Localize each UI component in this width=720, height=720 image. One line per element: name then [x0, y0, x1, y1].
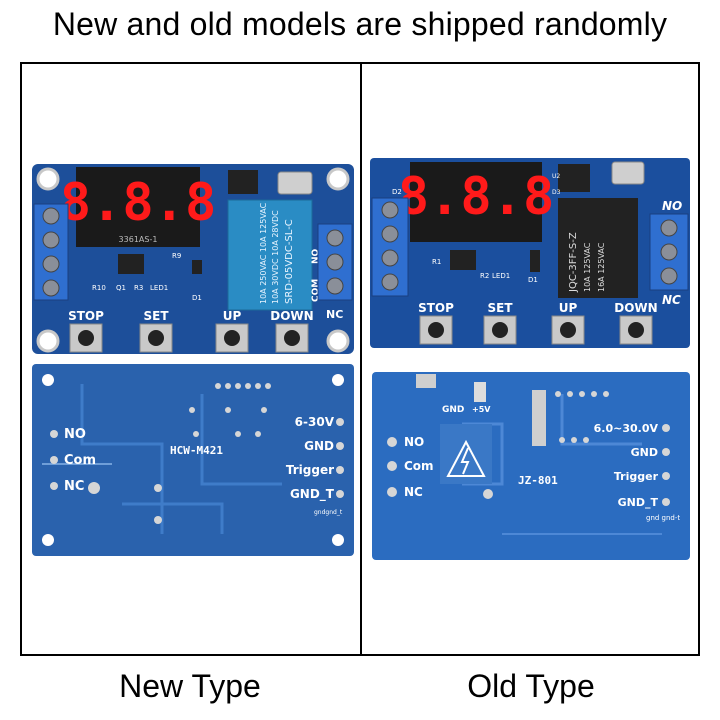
stop-button [69, 323, 103, 353]
svg-text:Com: Com [404, 459, 434, 473]
nc-label: NC [326, 308, 343, 321]
svg-text:10A 30VDC 10A 28VDC: 10A 30VDC 10A 28VDC [271, 210, 280, 304]
seven-segment-display [410, 162, 542, 242]
svg-text:NC: NC [64, 479, 84, 494]
svg-text:R2: R2 [480, 272, 489, 280]
regulator-chip [558, 164, 590, 192]
new-type-photo: 8.8.8 3361AS-1 10A 250VAC 10A 125VAC 10A… [32, 164, 354, 556]
back-model-label: JZ-801 [518, 474, 558, 487]
svg-text:gndgnd_t: gndgnd_t [314, 509, 343, 516]
svg-text:NO: NO [662, 199, 682, 213]
svg-text:D1: D1 [528, 276, 538, 284]
svg-text:NO: NO [64, 427, 86, 442]
optocoupler [118, 254, 144, 274]
svg-text:LED1: LED1 [492, 272, 510, 280]
svg-text:D2: D2 [392, 188, 402, 196]
old-front-board: U2 D3 8.8.8 D2 JQC-3FF-S-Z 10A 125VAC 16… [370, 158, 690, 348]
svg-text:D1: D1 [192, 294, 202, 302]
svg-text:R3: R3 [134, 284, 143, 292]
high-voltage-warning-icon [440, 424, 492, 484]
svg-text:SET: SET [143, 309, 169, 323]
svg-text:GND_T: GND_T [290, 487, 335, 502]
new-front-board: 8.8.8 3361AS-1 10A 250VAC 10A 125VAC 10A… [32, 164, 354, 354]
pin-header [532, 390, 546, 446]
svg-text:GND: GND [631, 446, 658, 459]
svg-text:6.0~30.0V: 6.0~30.0V [594, 422, 659, 435]
usb-port [277, 171, 313, 195]
up-button [551, 315, 585, 345]
svg-text:D3: D3 [552, 189, 561, 196]
display-digits: 8.8.8 [398, 167, 555, 227]
svg-text:UP: UP [223, 309, 242, 323]
svg-text:Com: Com [64, 453, 96, 468]
mount-hole [36, 329, 60, 353]
svg-text:SRD-05VDC-SL-C: SRD-05VDC-SL-C [284, 219, 295, 304]
usb-port [611, 161, 645, 185]
headline: New and old models are shipped randomly [52, 6, 668, 42]
svg-text:Q1: Q1 [116, 284, 126, 292]
caption-new-type: New Type [119, 668, 261, 704]
regulator-chip [228, 170, 258, 194]
new-back-board: NO Com NC HCW-M421 6-30V GND Trigger GND… [32, 364, 354, 556]
center-divider [360, 62, 362, 656]
down-button [275, 323, 309, 353]
mount-hole [36, 167, 60, 191]
svg-text:STOP: STOP [68, 309, 104, 323]
svg-text:Trigger: Trigger [286, 463, 334, 477]
svg-text:R10: R10 [92, 284, 106, 292]
mount-hole [326, 329, 350, 353]
svg-text:GND_T: GND_T [618, 496, 659, 509]
svg-text:10A 125VAC: 10A 125VAC [583, 242, 592, 292]
svg-text:DOWN: DOWN [270, 309, 313, 323]
display-digits: 8.8.8 [60, 173, 217, 233]
relay [227, 199, 313, 311]
svg-text:STOP: STOP [418, 301, 454, 315]
svg-text:R1: R1 [432, 258, 441, 266]
svg-text:10A 250VAC 10A 125VAC: 10A 250VAC 10A 125VAC [259, 202, 268, 304]
svg-text:DOWN: DOWN [614, 301, 657, 315]
usb-port-back [416, 374, 436, 388]
set-button [483, 315, 517, 345]
svg-text:JQC-3FF-S-Z: JQC-3FF-S-Z [568, 232, 579, 293]
svg-text:Trigger: Trigger [614, 470, 659, 483]
up-button [215, 323, 249, 353]
svg-text:gnd gnd-t: gnd gnd-t [646, 514, 680, 522]
set-button [139, 323, 173, 353]
display-part-number: 3361AS-1 [119, 235, 158, 244]
svg-text:+5V: +5V [472, 405, 491, 414]
back-model-label: HCW-M421 [170, 444, 223, 457]
svg-text:16A 125VAC: 16A 125VAC [597, 242, 606, 292]
svg-text:UP: UP [559, 301, 578, 315]
down-button [619, 315, 653, 345]
optocoupler [450, 250, 476, 270]
svg-text:NO: NO [404, 435, 424, 449]
svg-text:SET: SET [487, 301, 513, 315]
svg-text:6-30V: 6-30V [295, 415, 335, 429]
old-type-photo: U2 D3 8.8.8 D2 JQC-3FF-S-Z 10A 125VAC 16… [370, 158, 690, 560]
svg-text:NC: NC [404, 485, 423, 499]
caption-old-type: Old Type [467, 668, 595, 704]
svg-text:NO: NO [311, 248, 321, 264]
seven-segment-display [76, 167, 200, 247]
svg-text:U2: U2 [552, 173, 560, 180]
svg-text:COM: COM [311, 279, 321, 302]
stop-button [419, 315, 453, 345]
svg-text:R9: R9 [172, 252, 181, 260]
svg-text:LED1: LED1 [150, 284, 168, 292]
old-back-board: GND +5V NO Com NC JZ-801 6.0~30.0V GND [372, 372, 690, 560]
svg-text:GND: GND [304, 439, 334, 453]
relay [558, 198, 638, 298]
mount-hole [326, 167, 350, 191]
svg-text:NC: NC [662, 293, 681, 307]
svg-text:GND: GND [442, 405, 464, 415]
